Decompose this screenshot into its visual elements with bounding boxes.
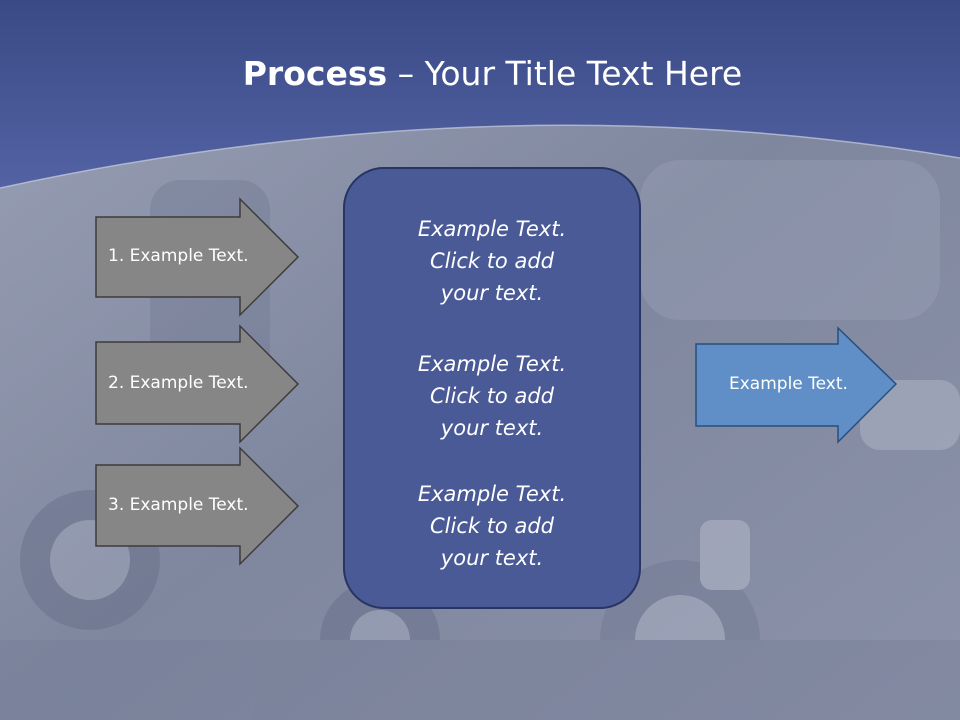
center-text-line: Example Text.: [417, 217, 567, 241]
arrow-label-1: 1. Example Text.: [108, 246, 249, 266]
center-text-block-1: Example Text. Click to add your text.: [344, 213, 640, 309]
center-text-block-3: Example Text. Click to add your text.: [344, 478, 640, 574]
center-text-line: Example Text.: [417, 482, 567, 506]
center-text-line: Click to add: [429, 249, 554, 273]
center-text-line: Click to add: [429, 384, 554, 408]
engine-details: [0, 160, 960, 720]
title-bold: Process: [242, 54, 388, 93]
center-text-block-2: Example Text. Click to add your text.: [344, 348, 640, 444]
center-text-line: Click to add: [429, 514, 554, 538]
center-text-line: your text.: [440, 416, 544, 440]
title-rest: – Your Title Text Here: [387, 54, 743, 93]
right-arrow-shape[interactable]: [695, 326, 898, 444]
center-text-line: your text.: [440, 546, 544, 570]
slide-title[interactable]: Process – Your Title Text Here: [0, 52, 960, 96]
arrow-shape-3[interactable]: [95, 446, 300, 566]
arrow-label-2: 2. Example Text.: [108, 373, 249, 393]
center-text-line: Example Text.: [417, 352, 567, 376]
arrow-label-3: 3. Example Text.: [108, 495, 249, 515]
arrow-shape-2[interactable]: [95, 324, 300, 444]
center-text-line: your text.: [440, 281, 544, 305]
header-band: [0, 0, 960, 188]
center-box[interactable]: [343, 167, 641, 609]
right-arrow-label: Example Text.: [729, 374, 848, 394]
arrow-shape-1[interactable]: [95, 197, 300, 317]
